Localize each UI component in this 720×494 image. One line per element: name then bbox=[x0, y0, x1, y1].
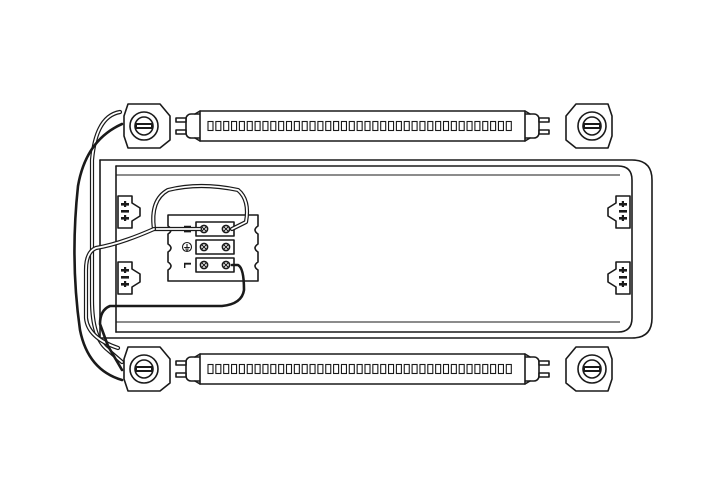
led-chip bbox=[231, 363, 238, 375]
earth-icon bbox=[181, 241, 193, 253]
led-chip bbox=[466, 363, 473, 375]
led-chip bbox=[482, 363, 489, 375]
led-chip bbox=[380, 120, 387, 132]
led-chip bbox=[293, 120, 300, 132]
led-chip bbox=[254, 120, 261, 132]
led-chip bbox=[278, 363, 285, 375]
led-chip bbox=[270, 120, 277, 132]
led-chip bbox=[411, 363, 418, 375]
led-chip bbox=[301, 120, 308, 132]
led-chip bbox=[254, 363, 261, 375]
lampholder-top-right bbox=[565, 103, 613, 149]
lampholder-top-left bbox=[123, 103, 171, 149]
led-chip bbox=[340, 120, 348, 132]
led-chip bbox=[333, 120, 340, 132]
led-chip bbox=[380, 363, 387, 375]
wire-clamp-bottom-left bbox=[117, 261, 141, 295]
led-chip bbox=[474, 120, 481, 132]
wire-clamp-bottom-right bbox=[607, 261, 631, 295]
led-chip bbox=[490, 363, 497, 375]
led-chip bbox=[348, 120, 355, 132]
led-chip bbox=[309, 363, 316, 375]
led-chip bbox=[340, 363, 348, 375]
led-chip bbox=[427, 363, 434, 375]
led-chip bbox=[474, 363, 481, 375]
led-chip bbox=[466, 120, 473, 132]
led-chip bbox=[317, 120, 324, 132]
led-chip bbox=[293, 363, 300, 375]
led-chip bbox=[395, 363, 402, 375]
led-chip bbox=[207, 120, 214, 132]
led-chip bbox=[505, 120, 512, 132]
led-chip bbox=[505, 363, 512, 375]
led-chip bbox=[262, 363, 269, 375]
led-chip bbox=[231, 120, 238, 132]
led-chip bbox=[387, 120, 395, 132]
led-chip bbox=[285, 363, 293, 375]
led-chip bbox=[207, 363, 214, 375]
led-chip bbox=[223, 363, 230, 375]
led-chip bbox=[262, 120, 269, 132]
led-chip bbox=[215, 363, 222, 375]
led-chip bbox=[270, 363, 277, 375]
led-chip bbox=[395, 120, 402, 132]
led-chip bbox=[450, 363, 457, 375]
wire-clamp-top-right bbox=[607, 195, 631, 229]
led-chip bbox=[497, 363, 505, 375]
led-chip-row-top bbox=[207, 120, 512, 132]
led-chip bbox=[325, 120, 332, 132]
led-chip bbox=[403, 120, 410, 132]
led-tube-top bbox=[175, 110, 550, 142]
terminal-screw bbox=[199, 224, 231, 270]
terminal-label-l: L bbox=[181, 262, 192, 269]
led-chip bbox=[364, 120, 371, 132]
led-chip bbox=[435, 363, 442, 375]
led-chip bbox=[348, 363, 355, 375]
led-chip bbox=[490, 120, 497, 132]
led-chip bbox=[223, 120, 230, 132]
led-chip bbox=[403, 363, 410, 375]
lampholder-bottom-left bbox=[123, 346, 171, 392]
led-chip bbox=[301, 363, 308, 375]
led-chip bbox=[325, 363, 332, 375]
led-chip bbox=[356, 363, 363, 375]
led-chip bbox=[238, 363, 245, 375]
led-chip bbox=[442, 363, 450, 375]
led-chip bbox=[309, 120, 316, 132]
led-chip bbox=[411, 120, 418, 132]
led-chip bbox=[356, 120, 363, 132]
led-chip bbox=[372, 363, 379, 375]
led-tube-bottom bbox=[175, 353, 550, 385]
led-chip bbox=[238, 120, 245, 132]
led-chip bbox=[387, 363, 395, 375]
led-chip bbox=[333, 363, 340, 375]
led-chip-row-bottom bbox=[207, 363, 512, 375]
terminal-block: N L bbox=[167, 214, 259, 282]
wire-clamp-top-left bbox=[117, 195, 141, 229]
led-chip bbox=[442, 120, 450, 132]
led-chip bbox=[435, 120, 442, 132]
led-chip bbox=[215, 120, 222, 132]
led-chip bbox=[419, 363, 426, 375]
led-chip bbox=[427, 120, 434, 132]
led-chip bbox=[246, 120, 253, 132]
led-chip bbox=[246, 363, 253, 375]
wiring bbox=[73, 109, 250, 382]
led-chip bbox=[497, 120, 505, 132]
led-chip bbox=[419, 120, 426, 132]
led-chip bbox=[458, 120, 465, 132]
led-chip bbox=[450, 120, 457, 132]
lampholder-bottom-right bbox=[565, 346, 613, 392]
led-chip bbox=[278, 120, 285, 132]
led-chip bbox=[458, 363, 465, 375]
led-chip bbox=[372, 120, 379, 132]
batten-body bbox=[99, 159, 653, 339]
led-chip bbox=[317, 363, 324, 375]
led-chip bbox=[285, 120, 293, 132]
led-chip bbox=[482, 120, 489, 132]
led-chip bbox=[364, 363, 371, 375]
